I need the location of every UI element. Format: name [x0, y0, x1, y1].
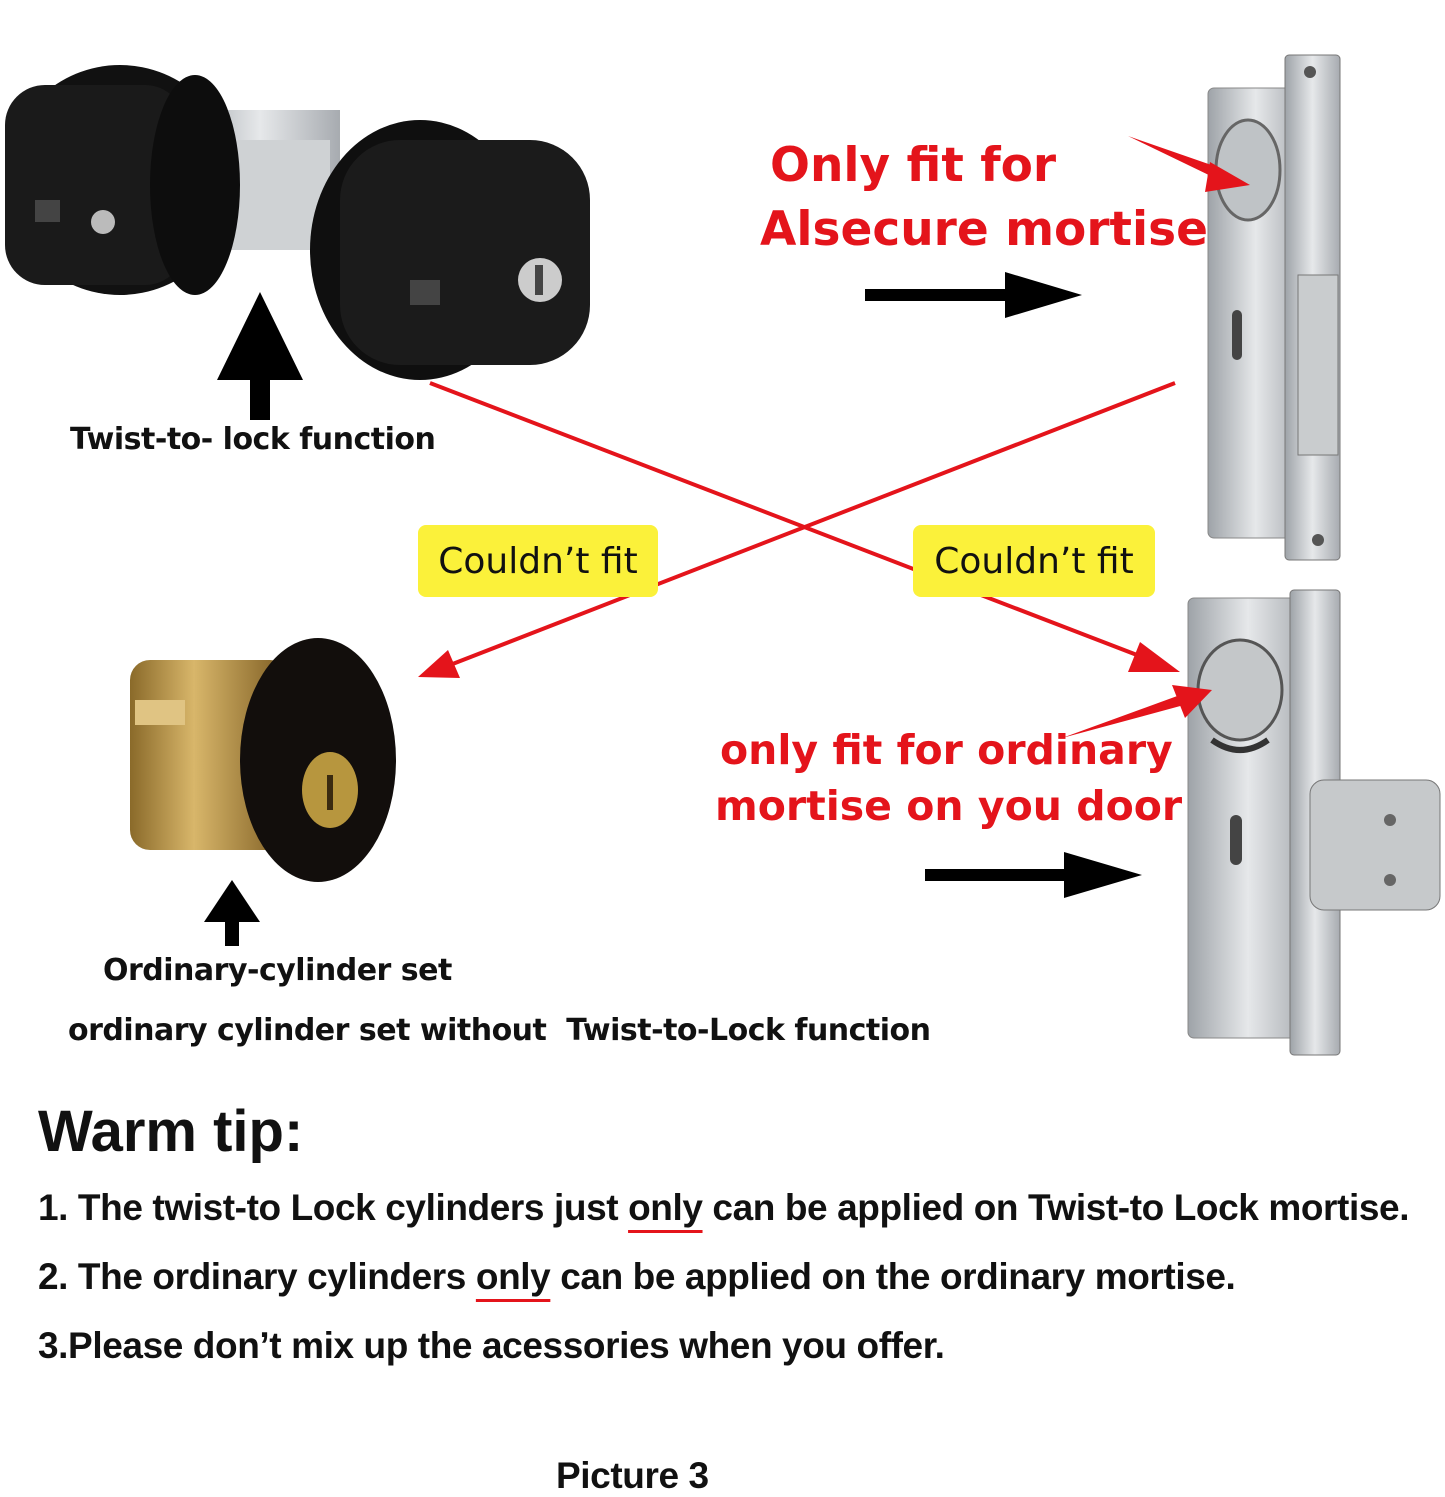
red-pointer-arrow-icon — [1062, 685, 1212, 738]
tip-2-text-end: can be applied on the ordinary mortise. — [550, 1256, 1236, 1297]
couldnt-fit-badge-left: Couldn’t fit — [418, 525, 658, 597]
right-arrow-icon — [865, 272, 1082, 318]
up-arrow-icon — [204, 880, 260, 946]
ordinary-without-twist-label: ordinary cylinder set without Twist-to-L… — [68, 1013, 931, 1048]
tip-2: 2. The ordinary cylinders only can be ap… — [38, 1256, 1236, 1298]
up-arrow-icon — [217, 292, 303, 420]
ordinary-cylinder-image — [130, 638, 396, 882]
picture-caption: Picture 3 — [556, 1455, 709, 1496]
tip-1-text: 1. The twist-to Lock cylinders just — [38, 1187, 629, 1228]
tip-1: 1. The twist-to Lock cylinders just only… — [38, 1187, 1410, 1229]
ordinary-callout-line2: mortise on you door — [715, 782, 1183, 830]
ordinary-mortise-image — [1187, 589, 1441, 1056]
alsecure-mortise-image — [1207, 54, 1341, 561]
tip-2-text: 2. The ordinary cylinders — [38, 1256, 476, 1297]
tip-2-emphasis: only — [475, 1256, 551, 1297]
tip-1-text-end: can be applied on Twist-to Lock mortise. — [702, 1187, 1410, 1228]
alsecure-callout-line2: Alsecure mortise — [760, 202, 1208, 257]
right-arrow-icon — [925, 852, 1142, 898]
red-pointer-arrow-icon — [1128, 136, 1250, 192]
ordinary-cylinder-set-label: Ordinary-cylinder set — [103, 953, 452, 988]
twist-lock-function-label: Twist-to- lock function — [70, 422, 436, 457]
alsecure-callout-line1: Only fit for — [770, 138, 1057, 193]
ordinary-callout-line1: only fit for ordinary — [720, 726, 1173, 774]
warm-tip-title: Warm tip: — [38, 1099, 304, 1164]
couldnt-fit-badge-right: Couldn’t fit — [913, 525, 1155, 597]
tip-3: 3.Please don’t mix up the acessories whe… — [38, 1325, 945, 1366]
twist-lock-cylinder-image — [5, 65, 590, 380]
tip-1-emphasis: only — [628, 1187, 703, 1228]
couldnt-fit-arrows — [418, 381, 1180, 678]
